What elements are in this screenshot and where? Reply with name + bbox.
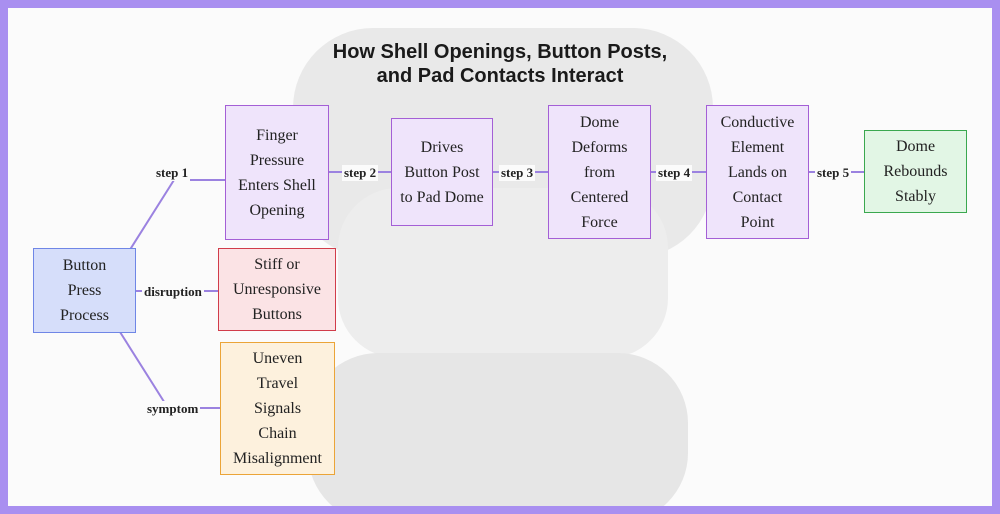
node-text-line: Centered <box>570 188 629 206</box>
node-stiff-buttons: Stiff or Unresponsive Buttons <box>218 248 336 331</box>
node-conductive-element: Conductive Element Lands on Contact Poin… <box>706 105 809 239</box>
node-text-line: Misalignment <box>233 450 322 467</box>
node-text-line: Contact <box>732 188 783 206</box>
node-text-line: Process <box>60 307 109 324</box>
node-text-line: Press <box>67 282 102 299</box>
edge-label-step4: step 4 <box>656 165 693 181</box>
node-dome-rebounds: Dome Rebounds Stably <box>864 130 967 213</box>
node-text-line: Opening <box>249 201 305 219</box>
title-line-1: How Shell Openings, Button Posts, <box>332 41 668 63</box>
node-text-line: Chain <box>258 425 297 442</box>
edge-root-to-step1 <box>125 179 225 257</box>
node-text-line: Dome <box>579 113 620 131</box>
node-text-line: Enters Shell <box>238 176 316 194</box>
node-text-line: Signals <box>253 400 302 417</box>
background-controller-image-lower <box>308 353 688 506</box>
node-text-line: Finger <box>256 126 298 144</box>
diagram-title: How Shell Openings, Button Posts, and Pa… <box>8 40 992 88</box>
node-dome-deforms: Dome Deforms from Centered Force <box>548 105 651 239</box>
node-text-line: Lands on <box>727 163 788 181</box>
node-text-line: Pressure <box>249 151 305 169</box>
edge-root-to-symptom <box>119 331 220 409</box>
node-text-line: Button <box>62 257 107 274</box>
node-text-line: Element <box>730 138 785 156</box>
node-text-line: Dome <box>895 138 936 155</box>
node-text-line: to Pad Dome <box>400 188 484 206</box>
node-text-line: Rebounds <box>883 163 948 180</box>
node-text-line: Uneven <box>252 350 303 367</box>
edge-layer <box>119 171 864 409</box>
node-text-line: Buttons <box>252 306 302 323</box>
node-uneven-travel: Uneven Travel Signals Chain Misalignment <box>220 342 335 475</box>
edge-label-symptom: symptom <box>145 401 201 417</box>
node-text-line: Button Post <box>404 163 480 181</box>
title-line-2: and Pad Contacts Interact <box>376 65 624 87</box>
node-text-line: Stiff or <box>254 256 300 273</box>
edge-label-step2: step 2 <box>342 165 379 181</box>
node-text-line: Travel <box>256 375 299 392</box>
node-button-press-process: Button Press Process <box>33 248 136 333</box>
node-text-line: Unresponsive <box>233 281 321 298</box>
node-text-line: Stably <box>895 188 936 205</box>
node-text-line: Drives <box>420 138 464 156</box>
node-text-line: Point <box>740 213 775 231</box>
edge-label-step5: step 5 <box>815 165 852 181</box>
node-text-line: from <box>583 163 616 181</box>
node-drives-button-post: Drives Button Post to Pad Dome <box>391 118 493 226</box>
node-text-line: Force <box>581 213 618 231</box>
node-text-line: Conductive <box>720 113 795 131</box>
edge-label-step1: step 1 <box>154 165 191 181</box>
node-text-line: Deforms <box>571 138 628 156</box>
edge-label-disruption: disruption <box>142 284 204 300</box>
node-finger-pressure: Finger Pressure Enters Shell Opening <box>225 105 329 240</box>
edge-label-step3: step 3 <box>499 165 536 181</box>
